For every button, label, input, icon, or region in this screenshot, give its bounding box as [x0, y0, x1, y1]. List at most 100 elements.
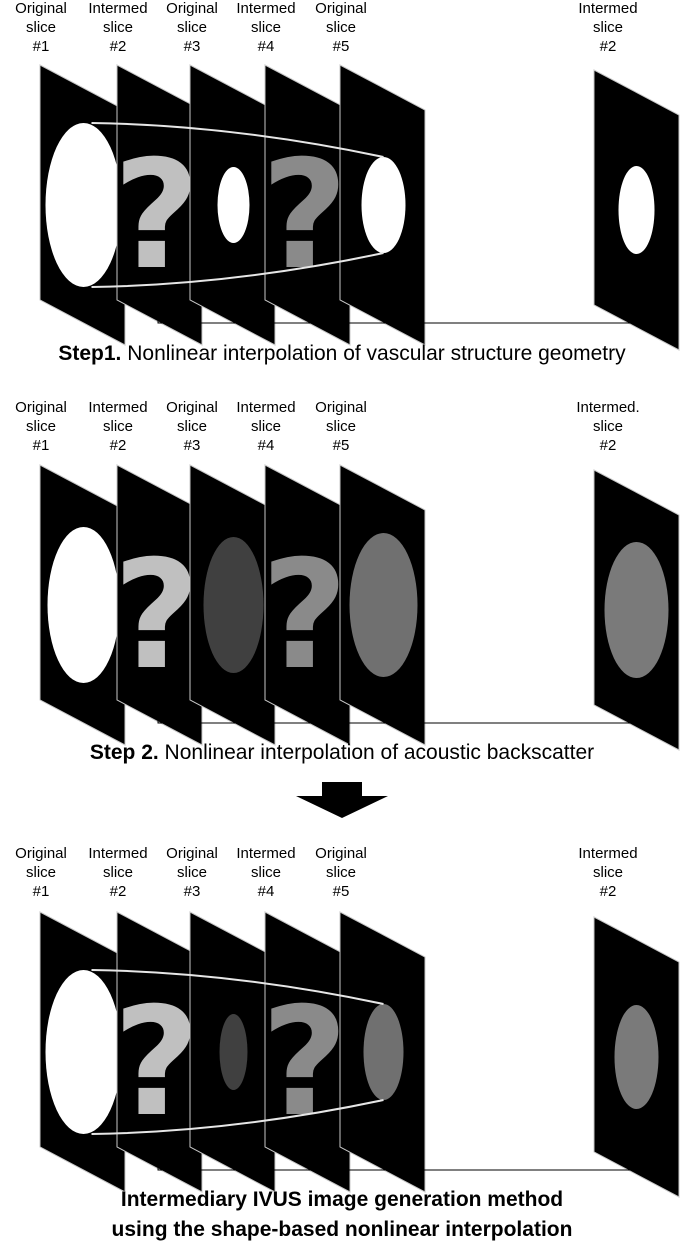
slice-label-4: slice: [251, 864, 281, 881]
slice-label-3: #3: [184, 883, 201, 900]
slice-label-1: #1: [33, 38, 50, 55]
slice-label-2: Intermed: [88, 399, 147, 416]
slice-label-2: slice: [103, 19, 133, 36]
step-caption-text: Nonlinear interpolation of acoustic back…: [159, 741, 594, 764]
lumen-ellipse: [47, 527, 120, 683]
slice-label-5: slice: [326, 19, 356, 36]
slice-label-5: #5: [333, 883, 350, 900]
slice-panel-4: ?: [261, 64, 351, 346]
question-mark-icon: ?: [261, 129, 348, 303]
step-2-diagram: Original slice #1 Intermed slice #2 Original sl…: [15, 399, 680, 764]
slice-label-4: Intermed: [236, 845, 295, 862]
slice-label-1: slice: [26, 19, 56, 36]
lumen-ellipse: [45, 123, 122, 287]
slice-label-5: #5: [333, 38, 350, 55]
connector-line: [157, 690, 638, 724]
result-slice-label: slice: [593, 864, 623, 881]
result-lumen-ellipse: [614, 1005, 659, 1109]
slice-label-5: Original: [315, 0, 367, 17]
slice-label-3: slice: [177, 864, 207, 881]
slice-label-1: #1: [33, 437, 50, 454]
slice-label-5: slice: [326, 418, 356, 435]
slice-panel-2: ?: [113, 911, 203, 1193]
question-mark-icon: ?: [261, 529, 348, 703]
question-mark-icon: ?: [113, 129, 200, 303]
slice-label-1: Original: [15, 845, 67, 862]
result-slice-label: #2: [600, 883, 617, 900]
slice-label-2: Intermed: [88, 0, 147, 17]
step-caption-label: Step1.: [58, 342, 121, 365]
slice-label-5: slice: [326, 864, 356, 881]
slice-label-1: Original: [15, 399, 67, 416]
result-slice-label: slice: [593, 19, 623, 36]
slice-label-3: Original: [166, 399, 218, 416]
step-1-diagram: Original slice #1 Intermed slice #2 Original sl…: [15, 0, 680, 365]
question-mark-icon: ?: [261, 976, 348, 1150]
slice-label-1: Original: [15, 0, 67, 17]
step-caption-label: Step 2.: [90, 741, 159, 764]
step-3-diagram: Original slice #1 Intermed slice #2 Original sl…: [15, 845, 680, 1198]
arrow-up-icon: [632, 1138, 642, 1150]
lumen-ellipse: [45, 970, 122, 1134]
slice-panel-5: [339, 464, 426, 746]
slice-label-3: slice: [177, 19, 207, 36]
slice-label-3: Original: [166, 845, 218, 862]
lumen-ellipse: [349, 533, 418, 677]
lumen-ellipse: [219, 1014, 248, 1090]
result-slice-panel: [593, 469, 680, 751]
slice-panel-1: [39, 64, 126, 346]
slice-label-3: slice: [177, 418, 207, 435]
step-caption-text: Nonlinear interpolation of vascular stru…: [121, 342, 626, 365]
arrow-up-icon: [632, 691, 642, 703]
step-caption: Step 2. Nonlinear interpolation of acous…: [90, 741, 594, 764]
slice-label-2: slice: [103, 418, 133, 435]
result-lumen-ellipse: [618, 166, 655, 254]
tube-lower-curve: [91, 252, 384, 288]
lumen-ellipse: [203, 537, 264, 673]
lumen-ellipse: [363, 1004, 404, 1100]
final-caption-line-1: Intermediary IVUS image generation metho…: [121, 1188, 563, 1211]
slice-panel-5: [339, 64, 426, 346]
tube-upper-curve: [91, 122, 384, 158]
slice-label-3: Original: [166, 0, 218, 17]
tube-upper-curve: [91, 969, 384, 1005]
slice-panel-2: ?: [113, 464, 203, 746]
result-lumen-ellipse: [604, 542, 669, 678]
slice-panel-3: [189, 464, 276, 746]
lumen-ellipse: [217, 167, 250, 243]
arrow-up-icon: [632, 291, 642, 303]
final-caption-line-2: using the shape-based nonlinear interpol…: [112, 1218, 573, 1241]
slice-label-2: slice: [103, 864, 133, 881]
result-slice-label: Intermed: [578, 0, 637, 17]
slice-label-4: #4: [258, 437, 275, 454]
slice-label-4: #4: [258, 38, 275, 55]
question-mark-icon: ?: [113, 976, 200, 1150]
slice-label-1: #1: [33, 883, 50, 900]
result-slice-panel: [593, 69, 680, 351]
result-slice-label: #2: [600, 437, 617, 454]
lumen-ellipse: [361, 157, 406, 253]
slice-label-1: slice: [26, 864, 56, 881]
slice-panel-5: [339, 911, 426, 1193]
slice-label-4: slice: [251, 418, 281, 435]
result-slice-label: #2: [600, 38, 617, 55]
slice-label-4: slice: [251, 19, 281, 36]
slice-label-2: #2: [110, 38, 127, 55]
question-mark-icon: ?: [113, 529, 200, 703]
slice-panel-2: ?: [113, 64, 203, 346]
slice-label-1: slice: [26, 418, 56, 435]
slice-label-3: #3: [184, 437, 201, 454]
slice-panel-1: [39, 911, 126, 1193]
slice-label-2: #2: [110, 883, 127, 900]
result-slice-panel: [593, 916, 680, 1198]
slice-label-5: #5: [333, 437, 350, 454]
result-slice-label: slice: [593, 418, 623, 435]
connector-line: [157, 290, 638, 324]
connector-line: [157, 1137, 638, 1171]
tube-lower-curve: [91, 1099, 384, 1135]
slice-panel-4: ?: [261, 911, 351, 1193]
slice-panel-4: ?: [261, 464, 351, 746]
result-slice-label: Intermed.: [576, 399, 639, 416]
slice-label-5: Original: [315, 845, 367, 862]
